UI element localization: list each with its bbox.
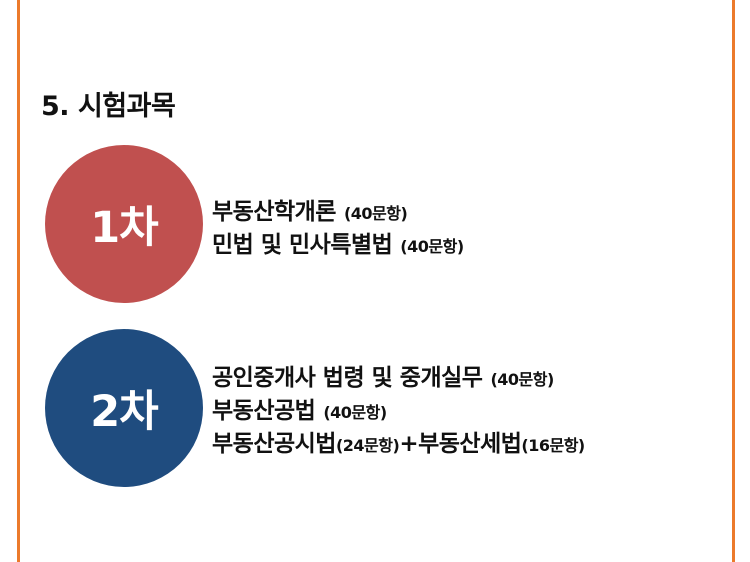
left-border — [17, 0, 20, 562]
subject-name: 부동산공법 — [212, 398, 316, 424]
question-count: (40문항) — [400, 237, 464, 256]
second-exam-subjects: 공인중개사 법령 및 중개실무 (40문항) 부동산공법 (40문항) 부동산공시법… — [212, 362, 585, 461]
subject-name: 부동산세법 — [418, 431, 522, 457]
subject-item: 공인중개사 법령 및 중개실무 (40문항) — [212, 362, 585, 395]
first-exam-subjects: 부동산학개론 (40문항) 민법 및 민사특별법 (40문항) — [212, 196, 464, 262]
question-count: (40문항) — [490, 370, 554, 389]
question-count: (16문항) — [521, 436, 585, 455]
question-count: (40문항) — [323, 403, 387, 422]
subject-name: 민법 및 민사특별법 — [212, 232, 393, 258]
subject-item: 부동산공시법(24문항)+부동산세법(16문항) — [212, 428, 585, 461]
subject-item: 부동산학개론 (40문항) — [212, 196, 464, 229]
section-heading: 5. 시험과목 — [41, 91, 176, 122]
second-exam-badge: 2차 — [45, 329, 203, 487]
subject-item: 민법 및 민사특별법 (40문항) — [212, 229, 464, 262]
question-count: (40문항) — [343, 204, 408, 223]
subject-name: 부동산학개론 — [212, 199, 336, 225]
plus-sign: + — [399, 431, 419, 457]
second-exam-label: 2차 — [90, 387, 158, 437]
first-exam-label: 1차 — [90, 203, 158, 253]
subject-name: 공인중개사 법령 및 중개실무 — [212, 365, 483, 391]
right-border — [732, 0, 735, 562]
question-count: (24문항) — [335, 436, 400, 455]
first-exam-badge: 1차 — [45, 145, 203, 303]
subject-name: 부동산공시법 — [212, 431, 336, 457]
subject-item: 부동산공법 (40문항) — [212, 395, 585, 428]
